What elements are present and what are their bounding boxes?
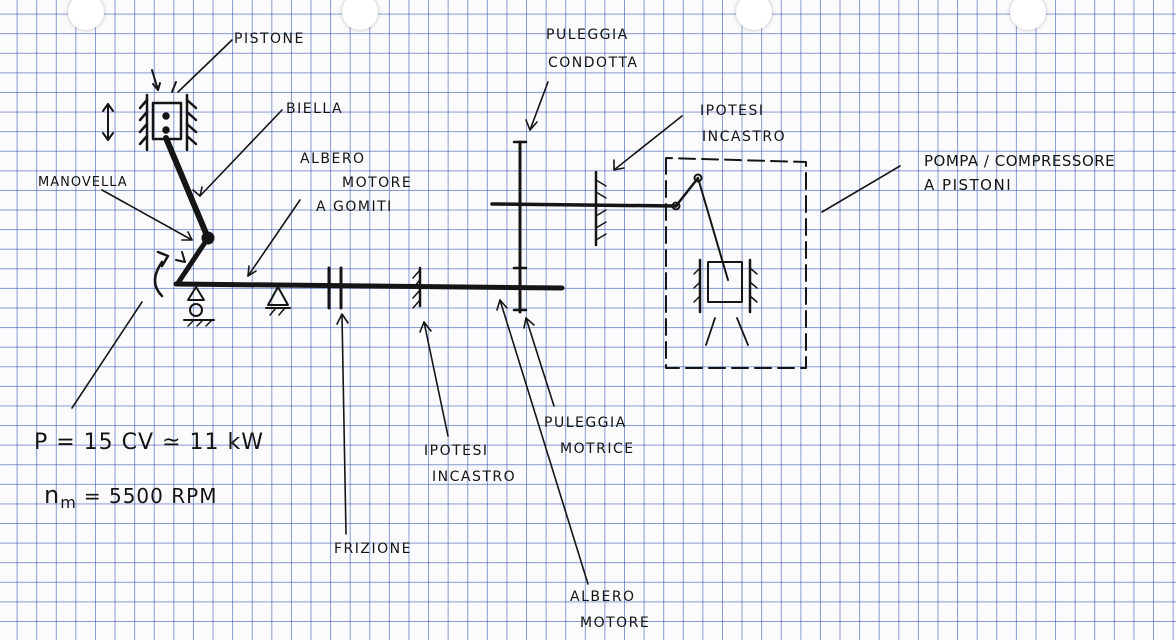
leader-lines bbox=[71, 39, 901, 585]
main-shaft bbox=[173, 140, 565, 327]
spec-speed: nm = 5500 RPM bbox=[44, 481, 218, 514]
connecting-rod bbox=[163, 135, 215, 245]
binder-hole-3 bbox=[736, 0, 772, 30]
label-ipotesi-bottom-2: INCASTRO bbox=[432, 469, 517, 485]
spec-speed-symbol: n bbox=[44, 481, 61, 509]
crank-handle bbox=[153, 235, 211, 298]
label-pompa-1: POMPA / COMPRESSORE bbox=[924, 152, 1116, 170]
label-ipotesi-bottom-1: IPOTESI bbox=[424, 443, 489, 459]
binder-hole-4 bbox=[1010, 0, 1046, 30]
spec-speed-value: = 5500 RPM bbox=[83, 484, 218, 508]
label-albero-motore-2: MOTORE bbox=[580, 615, 651, 631]
binder-hole-2 bbox=[342, 0, 378, 30]
label-albero-gomiti-2: MOTORE bbox=[342, 175, 413, 191]
label-albero-gomiti-3: A GOMITI bbox=[316, 199, 393, 215]
pump-compressor bbox=[665, 157, 807, 369]
label-ipotesi-top-1: IPOTESI bbox=[700, 103, 765, 119]
label-pistone: PISTONE bbox=[234, 31, 305, 47]
label-puleggia-motrice-2: MOTRICE bbox=[560, 441, 635, 457]
piston-assembly bbox=[102, 69, 198, 152]
binder-hole-1 bbox=[68, 0, 104, 30]
label-albero-motore-1: ALBERO bbox=[570, 589, 636, 605]
label-pompa-2: A PISTONI bbox=[924, 176, 1013, 194]
label-puleggia-motrice-1: PULEGGIA bbox=[544, 415, 627, 431]
label-ipotesi-top-2: INCASTRO bbox=[702, 129, 787, 145]
label-frizione: FRIZIONE bbox=[334, 541, 412, 557]
label-biella: BIELLA bbox=[286, 101, 344, 117]
spec-power: P = 15 CV ≃ 11 kW bbox=[34, 430, 264, 455]
spec-speed-subscript: m bbox=[60, 492, 77, 512]
label-manovella: MANOVELLA bbox=[38, 175, 128, 190]
label-puleggia-condotta-1: PULEGGIA bbox=[546, 27, 629, 43]
driven-shaft bbox=[490, 140, 678, 247]
label-albero-gomiti-1: ALBERO bbox=[300, 151, 366, 167]
label-puleggia-condotta-2: CONDOTTA bbox=[548, 55, 639, 71]
